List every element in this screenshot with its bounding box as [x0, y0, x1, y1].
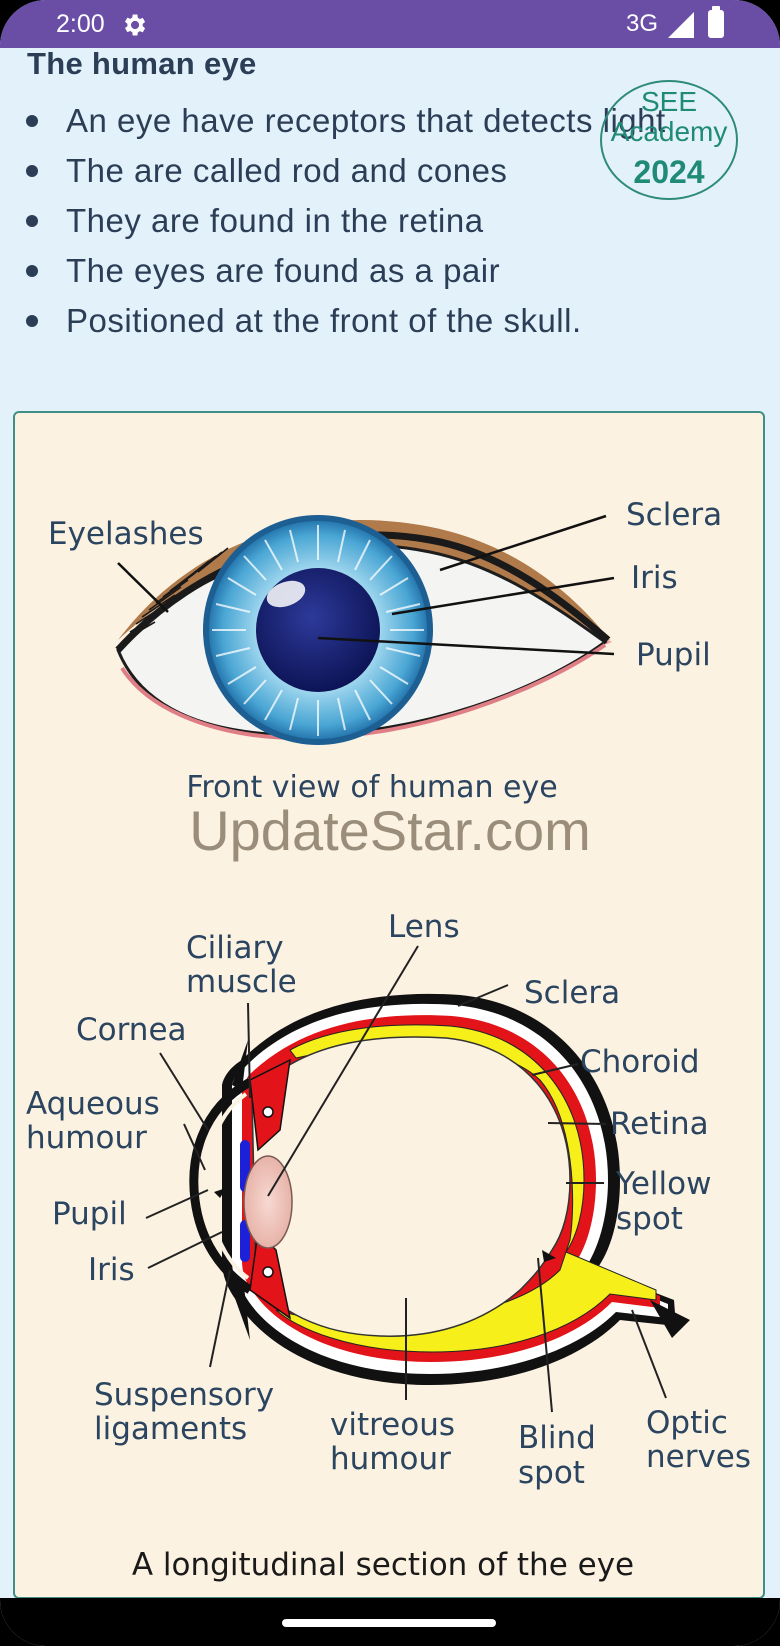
label-yellow: Yellow — [615, 1166, 711, 1202]
home-gesture-handle[interactable] — [282, 1619, 496, 1627]
label-optic-nerves: nerves — [646, 1439, 751, 1475]
signal-icon — [668, 12, 694, 38]
list-item: Positioned at the front of the skull. — [24, 296, 582, 346]
watermark: UpdateStar.com — [189, 799, 591, 862]
settings-gear-icon — [125, 14, 146, 36]
eye-section-diagram — [145, 945, 690, 1413]
battery-icon — [708, 6, 724, 38]
see-academy-stamp: SEE Academy 2024 — [600, 80, 738, 200]
label-suspensory: Suspensory — [94, 1377, 274, 1413]
label-aqueous-humour: humour — [26, 1120, 147, 1156]
label-aqueous: Aqueous — [26, 1086, 160, 1122]
label-vitreous: vitreous — [330, 1407, 455, 1443]
bullet-dot-icon — [26, 115, 38, 127]
bullet-dot-icon — [26, 215, 38, 227]
label-eyelashes: Eyelashes — [48, 516, 204, 552]
label-sclera-front: Sclera — [626, 497, 722, 533]
list-item: They are found in the retina — [24, 196, 484, 246]
label-pupil-front: Pupil — [636, 637, 711, 673]
label-yellow-spot: spot — [616, 1201, 683, 1237]
status-time: 2:00 — [56, 10, 105, 38]
label-pupil-section: Pupil — [52, 1196, 127, 1232]
label-ciliary: Ciliary — [186, 930, 284, 966]
list-item: An eye have receptors that detects light — [24, 96, 666, 146]
bullet-dot-icon — [26, 265, 38, 277]
label-vitreous-humour: humour — [330, 1441, 451, 1477]
label-lens: Lens — [388, 909, 460, 945]
status-bar: 2:00 3G — [0, 0, 780, 48]
label-optic: Optic — [646, 1405, 728, 1441]
page-title: The human eye — [27, 46, 257, 81]
label-choroid: Choroid — [580, 1044, 700, 1080]
front-view-caption: Front view of human eye — [186, 770, 557, 805]
label-cornea: Cornea — [76, 1012, 187, 1048]
label-blind-spot: spot — [518, 1455, 585, 1491]
label-iris-front: Iris — [631, 560, 678, 596]
network-type: 3G — [626, 10, 659, 37]
section-caption: A longitudinal section of the eye — [132, 1547, 634, 1583]
label-retina: Retina — [610, 1106, 709, 1142]
label-iris-section: Iris — [88, 1252, 135, 1288]
bullet-dot-icon — [26, 165, 38, 177]
list-item: The eyes are found as a pair — [24, 246, 500, 296]
front-view-eye — [115, 514, 615, 745]
label-ciliary-muscle: muscle — [186, 964, 297, 1000]
lens-icon — [243, 1155, 293, 1249]
list-item: The are called rod and cones — [24, 146, 507, 196]
label-blind: Blind — [518, 1420, 596, 1456]
label-suspensory-ligaments: ligaments — [94, 1411, 247, 1447]
bullet-dot-icon — [26, 315, 38, 327]
label-sclera-section: Sclera — [524, 975, 620, 1011]
